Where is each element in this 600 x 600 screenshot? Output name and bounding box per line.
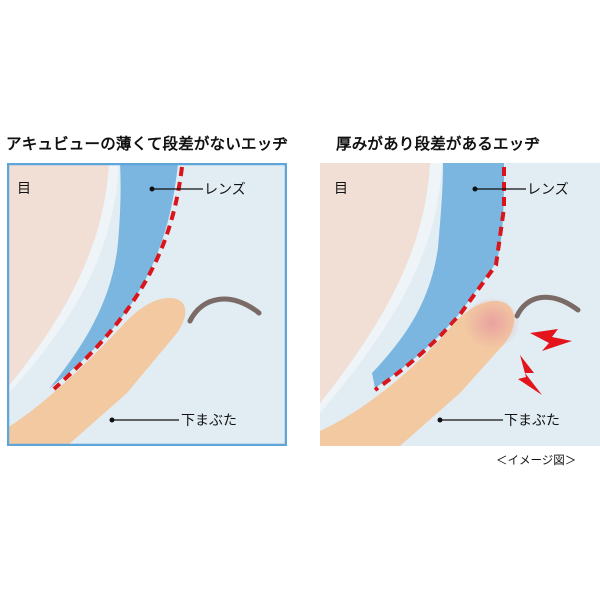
contact-lens: [372, 163, 504, 388]
lower-eyelid: [7, 298, 186, 446]
eye-surface: [7, 163, 109, 388]
eyelash-icon: [187, 296, 262, 324]
right-diagram-panel: 目 レンズ 下まぶた: [320, 163, 600, 446]
eye-label: 目: [334, 181, 348, 197]
lens-label: レンズ: [204, 182, 246, 198]
eye-label: 目: [17, 181, 31, 197]
irritation-redness: [464, 297, 520, 349]
image-caption: ＜イメージ図＞: [496, 453, 577, 467]
lower-eyelid: [320, 300, 515, 446]
lightning-bolt-icon: [518, 355, 542, 395]
lens-edge-dashed-line: [373, 167, 506, 392]
left-diagram-title: アキュビューの薄くて段差がないエッヂ: [6, 135, 289, 153]
contact-lens: [49, 163, 178, 389]
lightning-bolt-icon: [530, 329, 572, 351]
eyelash-icon: [514, 294, 581, 319]
eyelid-label: 下まぶた: [504, 413, 560, 429]
eye-surface: [320, 163, 430, 403]
left-diagram-panel: 目 レンズ 下まぶた: [7, 163, 287, 446]
panel-border: [7, 163, 287, 446]
lens-label: レンズ: [527, 182, 569, 198]
eyelid-label: 下まぶた: [181, 413, 237, 429]
right-diagram-title: 厚みがあり段差があるエッヂ: [336, 135, 541, 153]
